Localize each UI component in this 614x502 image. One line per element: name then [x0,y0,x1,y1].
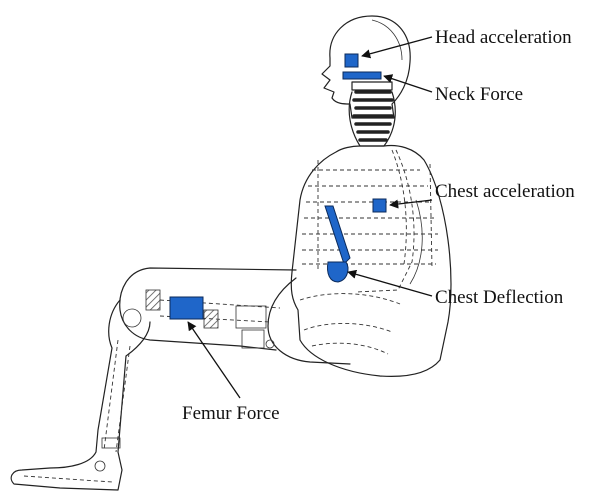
dummy-head [322,16,410,118]
dummy-lower-leg [11,300,150,490]
femur-force-sensor [170,297,203,319]
chest-deflection-sensor-arm [325,206,350,264]
dummy-neck [349,82,395,146]
dummy-torso [268,146,451,377]
sensors [170,54,386,319]
chest-deflection-sensor [327,262,347,282]
leader-lines [188,37,432,398]
head-acceleration-label: Head acceleration [435,27,572,48]
chest-acceleration-label: Chest acceleration [435,181,575,202]
femur-force-label: Femur Force [182,403,280,424]
chest-deflection-label: Chest Deflection [435,287,564,308]
femur-force-leader [188,322,240,398]
head-acceleration-sensor [345,54,358,67]
neck-force-label: Neck Force [435,84,523,105]
chest-deflection-leader [348,272,432,296]
labels: Head acceleration Neck Force Chest accel… [182,27,575,424]
neck-force-sensor [343,72,381,79]
chest-acceleration-leader [390,200,432,205]
chest-acceleration-sensor [373,199,386,212]
